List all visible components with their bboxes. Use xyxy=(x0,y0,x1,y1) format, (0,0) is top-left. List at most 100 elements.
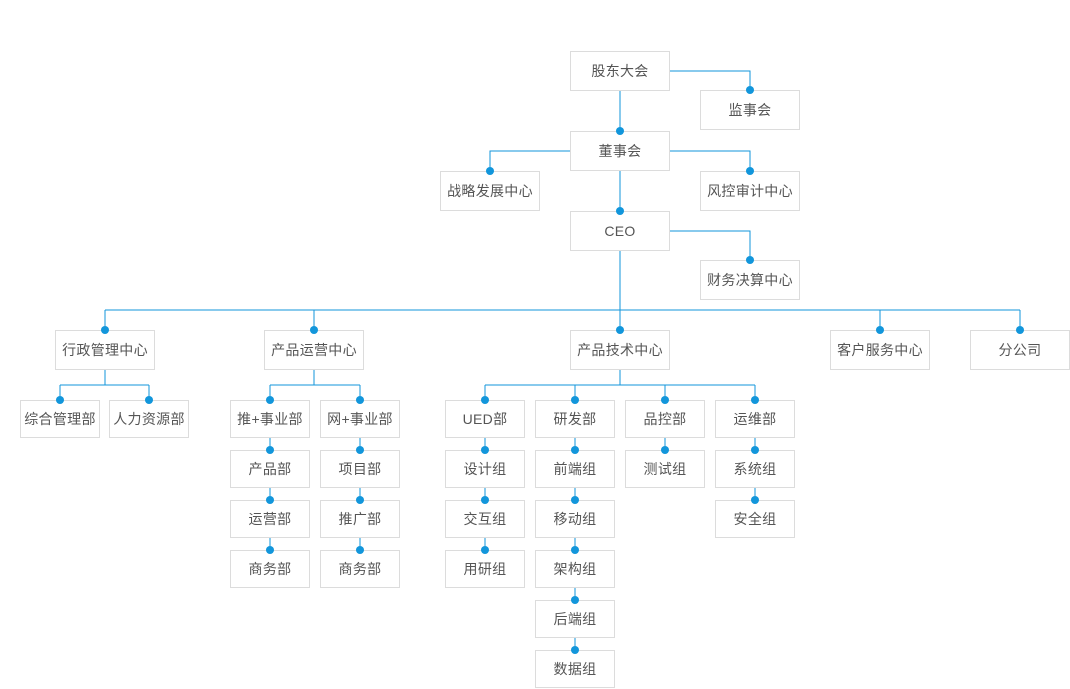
org-node-label: CEO xyxy=(604,223,636,239)
connector-dot-ops-center xyxy=(310,326,318,334)
connector-dot-mobile xyxy=(571,496,579,504)
connector-dot-service-center xyxy=(876,326,884,334)
connector-board-to-riskaudit xyxy=(670,150,751,171)
connector-dot-rd xyxy=(571,396,579,404)
org-node-label: 产品技术中心 xyxy=(577,342,663,358)
org-node-ceo[interactable]: CEO xyxy=(570,211,670,251)
org-node-security-group[interactable]: 安全组 xyxy=(715,500,795,538)
org-node-operation-dept[interactable]: 运营部 xyxy=(230,500,310,538)
org-node-rd[interactable]: 研发部 xyxy=(535,400,615,438)
connector-dot-board xyxy=(616,127,624,135)
org-node-label: 董事会 xyxy=(598,143,642,159)
org-node-service-center[interactable]: 客户服务中心 xyxy=(830,330,930,370)
org-node-tech-center[interactable]: 产品技术中心 xyxy=(570,330,670,370)
org-node-board[interactable]: 董事会 xyxy=(570,131,670,171)
org-node-label: 推广部 xyxy=(338,511,382,527)
connector-dot-product-dept xyxy=(266,446,274,454)
connector-dot-tech-center xyxy=(616,326,624,334)
org-node-design-group[interactable]: 设计组 xyxy=(445,450,525,488)
connector-dot-supervisors xyxy=(746,86,754,94)
connector-dot-frontend xyxy=(571,446,579,454)
org-node-label: 移动组 xyxy=(553,511,597,527)
org-node-system-group[interactable]: 系统组 xyxy=(715,450,795,488)
org-node-backend[interactable]: 后端组 xyxy=(535,600,615,638)
org-node-architecture[interactable]: 架构组 xyxy=(535,550,615,588)
org-node-label: 战略发展中心 xyxy=(447,183,533,199)
connector-dot-strategy xyxy=(486,167,494,175)
org-node-business-dept2[interactable]: 商务部 xyxy=(320,550,400,588)
org-node-label: 用研组 xyxy=(463,561,507,577)
connector-dot-tui-bu xyxy=(266,396,274,404)
org-node-branch[interactable]: 分公司 xyxy=(970,330,1070,370)
connector-dot-operation-dept xyxy=(266,496,274,504)
org-node-data-group[interactable]: 数据组 xyxy=(535,650,615,688)
org-node-supervisors[interactable]: 监事会 xyxy=(700,90,800,130)
org-node-label: 安全组 xyxy=(733,511,777,527)
org-node-business-dept1[interactable]: 商务部 xyxy=(230,550,310,588)
org-node-label: 风控审计中心 xyxy=(707,183,793,199)
connector-dot-riskaudit xyxy=(746,167,754,175)
connector-dot-qa xyxy=(661,396,669,404)
org-node-riskaudit[interactable]: 风控审计中心 xyxy=(700,171,800,211)
org-node-research-group[interactable]: 用研组 xyxy=(445,550,525,588)
org-node-devops[interactable]: 运维部 xyxy=(715,400,795,438)
connector-dot-promo-dept xyxy=(356,496,364,504)
org-node-promo-dept[interactable]: 推广部 xyxy=(320,500,400,538)
org-node-label: 架构组 xyxy=(553,561,597,577)
org-node-label: 研发部 xyxy=(553,411,597,427)
org-node-label: 设计组 xyxy=(463,461,507,477)
org-node-label: 品控部 xyxy=(643,411,687,427)
org-node-strategy[interactable]: 战略发展中心 xyxy=(440,171,540,211)
org-node-tui-bu[interactable]: 推+事业部 xyxy=(230,400,310,438)
connector-dot-project-dept xyxy=(356,446,364,454)
org-node-project-dept[interactable]: 项目部 xyxy=(320,450,400,488)
org-node-label: 股东大会 xyxy=(591,63,649,79)
org-node-label: 财务决算中心 xyxy=(707,272,793,288)
connector-dot-general-admin xyxy=(56,396,64,404)
connector-dot-research-group xyxy=(481,546,489,554)
org-node-label: 行政管理中心 xyxy=(62,342,148,358)
connector-dot-business-dept2 xyxy=(356,546,364,554)
connector-dot-security-group xyxy=(751,496,759,504)
connector-dot-system-group xyxy=(751,446,759,454)
org-node-label: 前端组 xyxy=(553,461,597,477)
org-node-label: 数据组 xyxy=(553,661,597,677)
connector-shareholders-to-supervisors xyxy=(670,70,751,90)
org-node-interaction[interactable]: 交互组 xyxy=(445,500,525,538)
connector-dot-ued xyxy=(481,396,489,404)
connector-dot-backend xyxy=(571,596,579,604)
org-node-qa[interactable]: 品控部 xyxy=(625,400,705,438)
connector-dot-business-dept1 xyxy=(266,546,274,554)
org-node-label: 监事会 xyxy=(728,102,772,118)
org-node-shareholders[interactable]: 股东大会 xyxy=(570,51,670,91)
org-node-label: 网+事业部 xyxy=(327,411,393,427)
org-node-label: 测试组 xyxy=(643,461,687,477)
org-node-label: 客户服务中心 xyxy=(837,342,923,358)
org-node-wang-bu[interactable]: 网+事业部 xyxy=(320,400,400,438)
connector-dot-ceo xyxy=(616,207,624,215)
org-node-label: 产品部 xyxy=(248,461,292,477)
org-node-ued[interactable]: UED部 xyxy=(445,400,525,438)
connector-dot-test-group xyxy=(661,446,669,454)
org-node-test-group[interactable]: 测试组 xyxy=(625,450,705,488)
org-node-ops-center[interactable]: 产品运营中心 xyxy=(264,330,364,370)
org-node-admin-center[interactable]: 行政管理中心 xyxy=(55,330,155,370)
org-node-product-dept[interactable]: 产品部 xyxy=(230,450,310,488)
connector-ceo-to-finance xyxy=(670,230,751,260)
org-node-hr[interactable]: 人力资源部 xyxy=(109,400,189,438)
org-node-finance[interactable]: 财务决算中心 xyxy=(700,260,800,300)
org-node-mobile[interactable]: 移动组 xyxy=(535,500,615,538)
connector-dot-admin-center xyxy=(101,326,109,334)
org-node-label: 系统组 xyxy=(733,461,777,477)
connector-dot-branch xyxy=(1016,326,1024,334)
connector-dot-interaction xyxy=(481,496,489,504)
org-node-label: 产品运营中心 xyxy=(271,342,357,358)
connector-dot-wang-bu xyxy=(356,396,364,404)
org-node-label: 后端组 xyxy=(553,611,597,627)
connector-dot-design-group xyxy=(481,446,489,454)
org-node-label: 商务部 xyxy=(248,561,292,577)
org-node-frontend[interactable]: 前端组 xyxy=(535,450,615,488)
org-node-label: 运营部 xyxy=(248,511,292,527)
org-node-general-admin[interactable]: 综合管理部 xyxy=(20,400,100,438)
